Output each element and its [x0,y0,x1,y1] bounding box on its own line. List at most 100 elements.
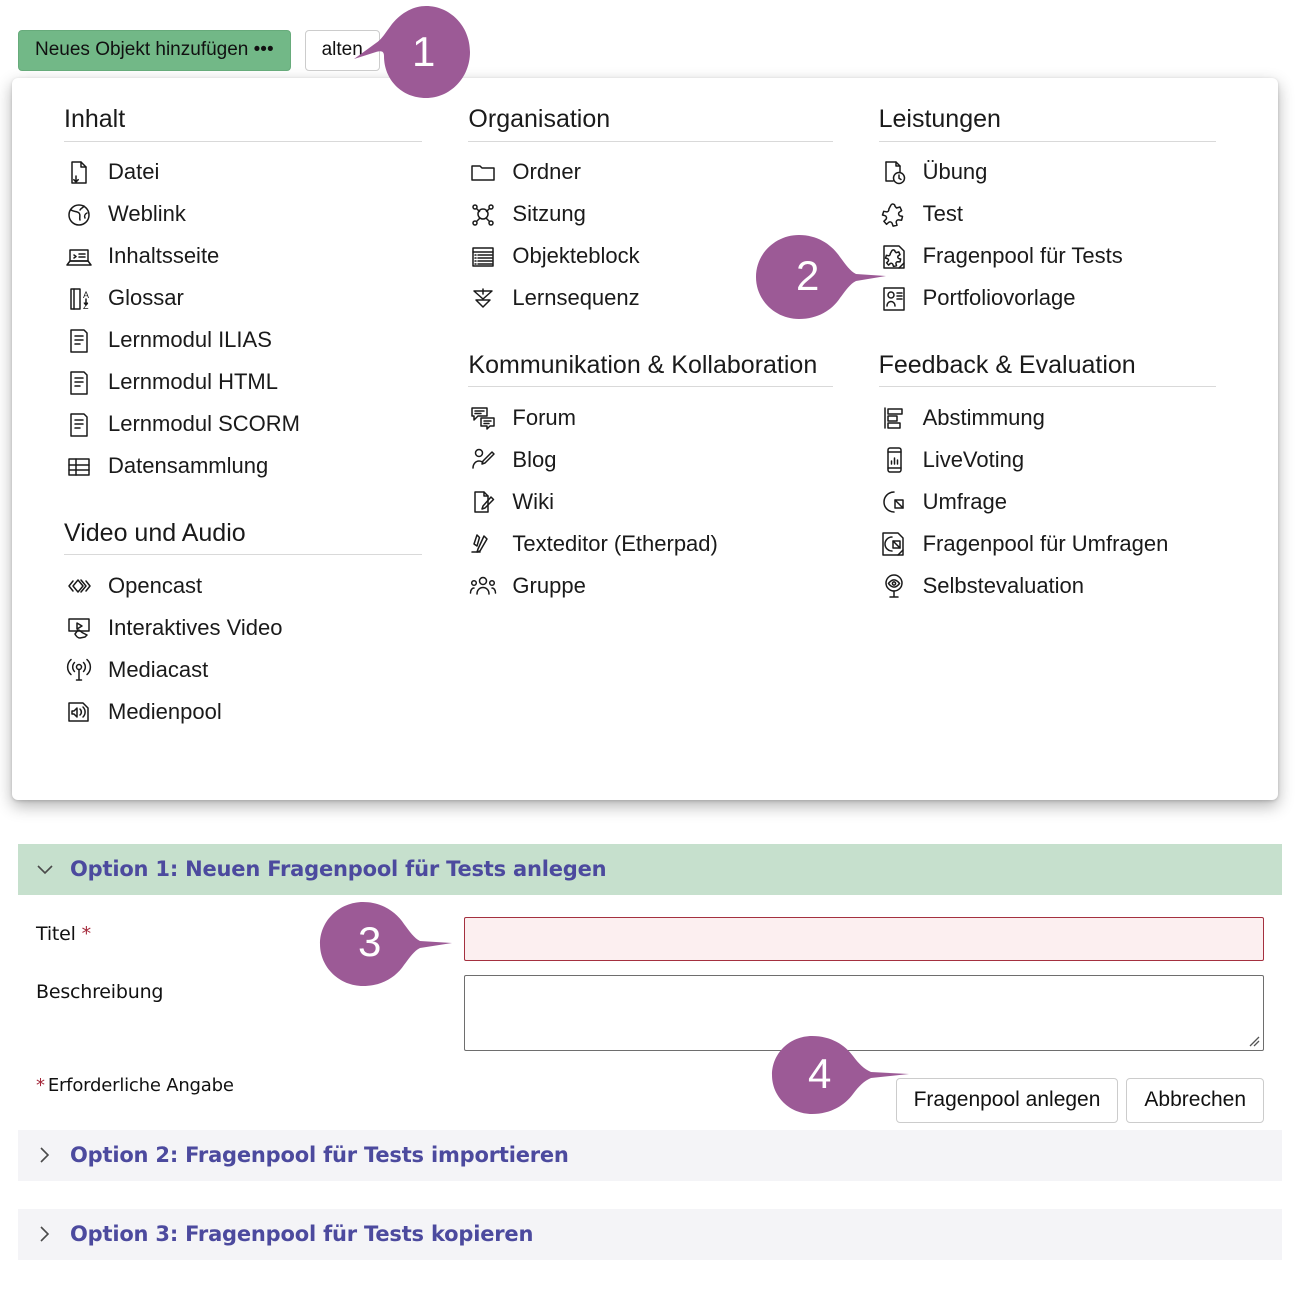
menu-item-interaktives-video[interactable]: Interaktives Video [46,607,422,649]
menu-item-label: Texteditor (Etherpad) [512,530,718,556]
menu-item-selbstevaluation[interactable]: Selbstevaluation [861,565,1216,607]
accordion-option-3-header[interactable]: Option 3: Fragenpool für Tests kopieren [18,1209,1282,1260]
etherpad-icon [468,529,498,559]
menu-group-divider [468,386,833,387]
title-form-row: Titel * [36,917,1264,961]
menu-item-abstimmung[interactable]: Abstimmung [861,397,1216,439]
callout-badge-2: 2 [752,232,892,322]
accordion-option-2-header[interactable]: Option 2: Fragenpool für Tests importier… [18,1130,1282,1181]
menu-group-title: Inhalt [64,105,126,133]
menu-item-label: Blog [512,446,557,472]
menu-item-label: Forum [512,404,576,430]
content-page-icon [64,242,94,272]
chevron-right-icon [34,1223,56,1245]
description-label: Beschreibung [36,981,164,1003]
menu-item-mediacast[interactable]: Mediacast [46,649,422,691]
interactive-video-icon [64,613,94,643]
title-input[interactable] [464,917,1264,961]
svg-text:Z: Z [83,301,89,311]
blog-icon [468,445,498,475]
menu-item-lernmodul-scorm[interactable]: Lernmodul SCORM [46,404,422,446]
add-new-object-button[interactable]: Neues Objekt hinzufügen ••• [18,30,291,71]
menu-item-lernmodul-ilias[interactable]: Lernmodul ILIAS [46,320,422,362]
learning-module-icon [64,410,94,440]
create-question-pool-button[interactable]: Fragenpool anlegen [895,1078,1119,1124]
menu-item-texteditor-etherpad[interactable]: Texteditor (Etherpad) [450,523,832,565]
menu-item-lernsequenz[interactable]: Lernsequenz [450,278,832,320]
menu-item-test[interactable]: Test [861,194,1216,236]
menu-item-livevoting[interactable]: LiveVoting [861,439,1216,481]
menu-group-title: Leistungen [878,105,1001,133]
menu-group-divider [64,554,423,555]
opencast-diamond-icon [64,571,94,601]
globe-icon [64,200,94,230]
accordion-option-3: Option 3: Fragenpool für Tests kopieren [18,1209,1282,1260]
required-hint-text: Erforderliche Angabe [47,1075,234,1096]
menu-item-label: Opencast [108,572,203,598]
accordion-option-2: Option 2: Fragenpool für Tests importier… [18,1130,1282,1181]
exercise-clock-icon [879,158,909,188]
required-asterisk: * [81,923,92,945]
self-evaluation-eye-icon [879,571,909,601]
accordion-option-1: Option 1: Neuen Fragenpool für Tests anl… [18,844,1282,1132]
menu-item-sitzung[interactable]: Sitzung [450,194,832,236]
menu-item-lernmodul-html[interactable]: Lernmodul HTML [46,362,422,404]
accordion-option-1-header[interactable]: Option 1: Neuen Fragenpool für Tests anl… [18,844,1282,895]
menu-item-label: Übung [922,159,988,185]
menu-item-umfrage[interactable]: Umfrage [861,481,1216,523]
group-icon [468,571,498,601]
menu-item-fragenpool-f-r-umfragen[interactable]: Fragenpool für Umfragen [861,523,1216,565]
menu-group-divider [878,140,1216,142]
menu-item-label: Test [922,201,963,227]
menu-group-title: Video und Audio [64,518,246,547]
table-icon [64,452,94,482]
callout-badge-1-number: 1 [412,28,436,75]
menu-item-opencast[interactable]: Opencast [46,565,422,607]
menu-item-label: Wiki [512,488,554,514]
learning-module-icon [64,368,94,398]
menu-item-datensammlung[interactable]: Datensammlung [46,446,422,488]
survey-pie-icon [879,487,909,517]
accordion-option-2-title: Option 2: Fragenpool für Tests importier… [70,1143,569,1167]
menu-item-label: Selbstevaluation [922,572,1085,598]
menu-group-divider [64,140,423,142]
menu-item-ordner[interactable]: Ordner [450,152,832,194]
menu-item-label: Weblink [108,201,186,227]
accordion-option-1-body: Titel * Beschreibung [18,895,1282,1132]
menu-item-datei[interactable]: Datei [46,152,422,194]
chevron-down-icon [34,858,56,880]
callout-badge-2-number: 2 [796,252,820,299]
menu-item-gruppe[interactable]: Gruppe [450,565,832,607]
wiki-icon [468,487,498,517]
file-download-icon [64,158,94,188]
accordion-option-3-title: Option 3: Fragenpool für Tests kopieren [70,1222,534,1246]
resize-handle-icon[interactable] [1246,1033,1260,1047]
menu-item-medienpool[interactable]: Medienpool [46,691,422,733]
menu-item-label: Medienpool [108,698,222,724]
menu-item-wiki[interactable]: Wiki [450,481,832,523]
menu-item-forum[interactable]: Forum [450,397,832,439]
menu-item-bung[interactable]: Übung [861,152,1216,194]
callout-badge-4-number: 4 [808,1050,832,1097]
menu-item-label: Lernmodul ILIAS [108,327,272,353]
accordion-option-1-title: Option 1: Neuen Fragenpool für Tests anl… [70,857,607,881]
puzzle-icon [879,200,909,230]
menu-item-blog[interactable]: Blog [450,439,832,481]
menu-item-fragenpool-f-r-tests[interactable]: Fragenpool für Tests [861,236,1216,278]
cancel-button[interactable]: Abbrechen [1126,1078,1264,1124]
menu-item-label: Fragenpool für Tests [922,243,1123,269]
menu-item-objekteblock[interactable]: Objekteblock [450,236,832,278]
menu-item-weblink[interactable]: Weblink [46,194,422,236]
menu-item-inhaltsseite[interactable]: Inhaltsseite [46,236,422,278]
menu-item-portfoliovorlage[interactable]: Portfoliovorlage [861,278,1216,320]
menu-item-label: LiveVoting [922,446,1025,472]
description-textarea[interactable] [464,975,1264,1051]
menu-item-label: Portfoliovorlage [922,285,1076,311]
